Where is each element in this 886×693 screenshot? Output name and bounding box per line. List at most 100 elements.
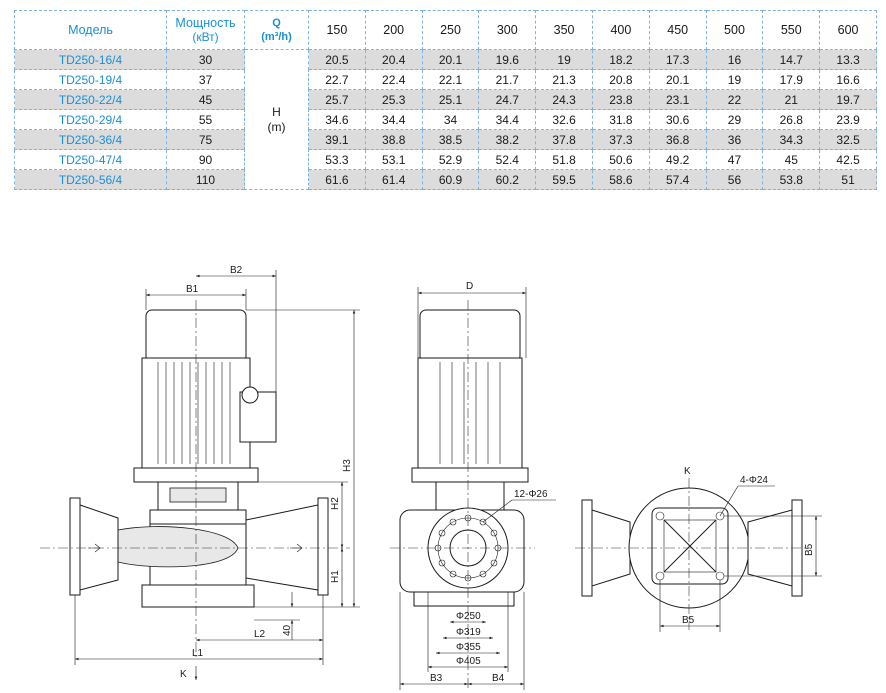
head-value-cell: 24.7 <box>478 89 537 110</box>
head-value-cell: 39.1 <box>308 129 366 150</box>
dim-l2: L2 <box>254 629 266 640</box>
header-flow: 150 <box>308 10 366 50</box>
header-flow: 400 <box>591 10 650 50</box>
head-value-cell: 37.8 <box>535 129 593 150</box>
header-q: Q (m³/h) <box>244 10 309 50</box>
dim-b5-v: B5 <box>804 543 815 556</box>
top-mount-inner <box>663 519 717 573</box>
head-value-cell: 60.9 <box>421 169 480 190</box>
head-value-cell: 52.9 <box>421 149 480 170</box>
head-unit-line2: (m) <box>267 119 286 134</box>
head-value-cell: 34.3 <box>762 129 821 150</box>
dim-b5-h: B5 <box>682 615 695 626</box>
head-value-cell: 52.4 <box>478 149 537 170</box>
dim-h1: H1 <box>330 570 341 583</box>
head-value-cell: 20.1 <box>421 49 480 70</box>
front-motor-top <box>419 309 521 363</box>
casing-top <box>149 509 247 525</box>
head-value-cell: 19 <box>535 49 593 70</box>
head-value-cell: 61.4 <box>364 169 423 190</box>
head-value-cell: 58.6 <box>591 169 650 190</box>
dim-b2: B2 <box>230 265 243 276</box>
head-value-cell: 21.3 <box>535 69 593 90</box>
cable-gland <box>241 386 259 404</box>
header-flow: 600 <box>819 10 877 50</box>
front-view: D 12-Φ26 Φ250 Φ319 Φ355 Φ405 B3 B4 <box>390 281 556 690</box>
head-value-cell: 20.4 <box>364 49 423 70</box>
head-value-cell: 60.2 <box>478 169 537 190</box>
header-flow: 550 <box>762 10 821 50</box>
head-value-cell: 18.2 <box>591 49 650 70</box>
top-view: K 4-Φ24 B5 B5 <box>575 466 822 632</box>
dim-d: D <box>466 281 473 292</box>
header-model: Модель <box>14 10 167 50</box>
header-flow: 500 <box>705 10 764 50</box>
side-view: B1 B2 H3 H2 H1 40 L2 L1 K <box>40 265 360 680</box>
dim-h2: H2 <box>330 497 341 510</box>
head-value-cell: 25.1 <box>421 89 480 110</box>
head-value-cell: 51.8 <box>535 149 593 170</box>
front-bolt-label: 12-Φ26 <box>514 489 548 500</box>
model-cell: TD250-56/4 <box>14 169 167 190</box>
head-value-cell: 23.9 <box>819 109 877 130</box>
head-value-cell: 61.6 <box>308 169 366 190</box>
power-cell: 30 <box>166 49 245 70</box>
front-motor-flange <box>411 467 529 483</box>
terminal-box <box>239 391 277 443</box>
header-power-line1: Мощность <box>175 16 236 30</box>
head-value-cell: 19.6 <box>478 49 537 70</box>
dim-b4: B4 <box>492 673 505 684</box>
head-value-cell: 36.8 <box>648 129 707 150</box>
front-motor-body <box>417 357 523 469</box>
head-value-cell: 56 <box>705 169 764 190</box>
head-value-cell: 19.7 <box>819 89 877 110</box>
dim-l1: L1 <box>192 648 204 659</box>
model-cell: TD250-16/4 <box>14 49 167 70</box>
motor-fins <box>157 362 231 464</box>
spec-table: Модель Мощность (кВт) Q (m³/h) 150 200 2… <box>14 10 877 190</box>
outlet-nozzle <box>245 504 319 591</box>
top-bolt-label: 4-Φ24 <box>740 475 768 486</box>
dim-b3: B3 <box>430 673 443 684</box>
head-value-cell: 23.8 <box>591 89 650 110</box>
header-flow: 450 <box>648 10 707 50</box>
model-cell: TD250-36/4 <box>14 129 167 150</box>
head-value-cell: 51 <box>819 169 877 190</box>
dim-h3: H3 <box>342 459 353 472</box>
dim-b1: B1 <box>186 284 199 295</box>
dim-phi405: Φ405 <box>456 656 481 667</box>
dim-phi355: Φ355 <box>456 642 481 653</box>
head-value-cell: 14.7 <box>762 49 821 70</box>
head-value-cell: 38.5 <box>421 129 480 150</box>
volute <box>117 526 239 568</box>
model-cell: TD250-47/4 <box>14 149 167 170</box>
inlet-flange <box>69 497 81 596</box>
head-unit-line1: H <box>272 104 281 119</box>
head-value-cell: 24.3 <box>535 89 593 110</box>
head-value-cell: 21 <box>762 89 821 110</box>
model-cell: TD250-22/4 <box>14 89 167 110</box>
header-power-line2: (кВт) <box>192 30 219 44</box>
power-cell: 45 <box>166 89 245 110</box>
head-value-cell: 13.3 <box>819 49 877 70</box>
head-value-cell: 59.5 <box>535 169 593 190</box>
table-header-row: Модель Мощность (кВт) Q (m³/h) 150 200 2… <box>14 10 877 50</box>
head-value-cell: 22 <box>705 89 764 110</box>
front-bracket <box>435 481 505 511</box>
head-value-cell: 25.7 <box>308 89 366 110</box>
pump-base <box>141 584 255 608</box>
dim-40: 40 <box>282 624 293 636</box>
dim-phi250: Φ250 <box>456 611 481 622</box>
front-motor-fins <box>439 362 501 464</box>
head-unit-cell: H(m) <box>244 49 309 190</box>
head-value-cell: 53.8 <box>762 169 821 190</box>
header-q-line2: (m³/h) <box>261 31 292 43</box>
